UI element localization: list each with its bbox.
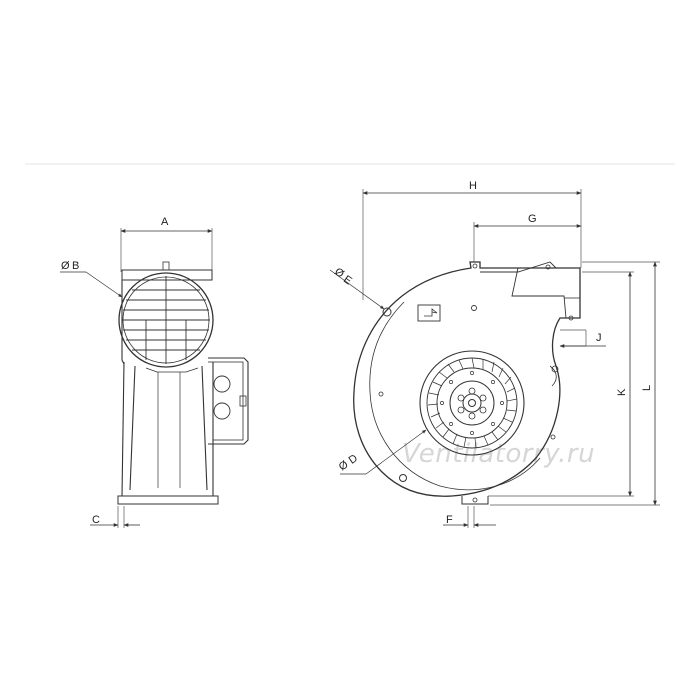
side-view <box>60 228 249 528</box>
dim-label-h: H <box>469 180 477 192</box>
dim-label-e: E <box>341 273 354 287</box>
dim-label-j: J <box>596 332 602 344</box>
front-view <box>329 189 660 528</box>
dim-label-l: L <box>641 385 653 391</box>
dim-label-d: D <box>347 452 360 466</box>
watermark-text: Ventilatorry.ru <box>402 439 595 469</box>
dim-label-a: A <box>161 216 169 228</box>
dim-label-g: G <box>528 213 537 225</box>
dim-label-b: B <box>72 260 79 272</box>
dim-label-b-diameter: Ø <box>61 260 70 272</box>
dim-label-k: K <box>616 388 628 396</box>
dim-label-c: C <box>92 514 100 526</box>
dim-label-f: F <box>446 514 453 526</box>
